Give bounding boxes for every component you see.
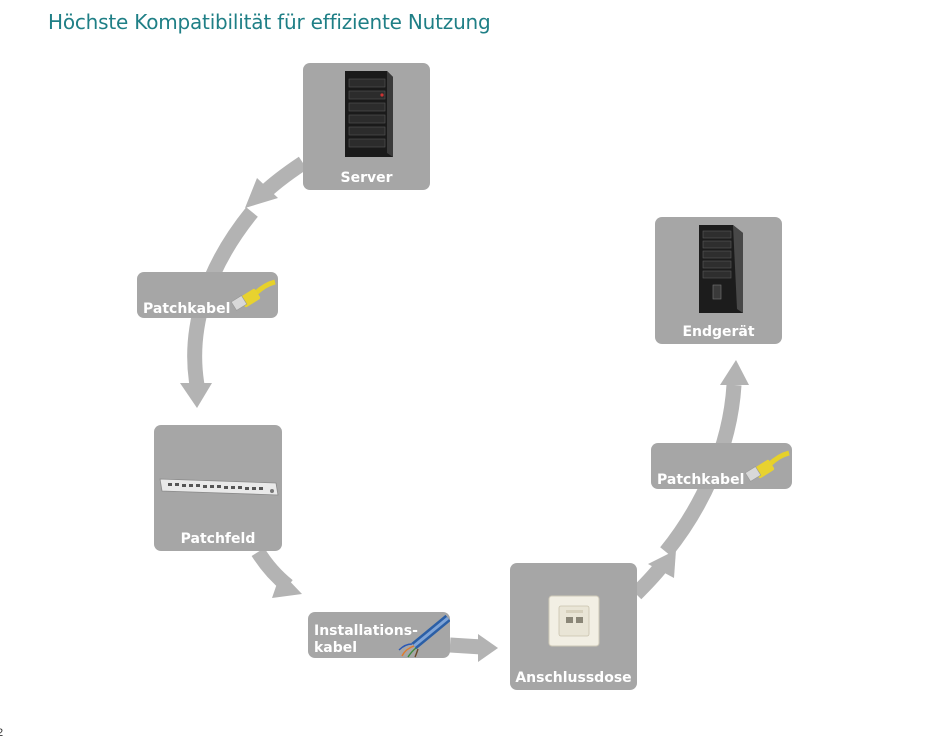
arrow-anschlussdose-to-patchkabel [630,563,666,600]
arrow-installation-to-anschlussdose [449,637,483,655]
patchfeld-label: Patchfeld [180,531,256,547]
server-label: Server [340,170,393,186]
node-anschlussdose: Anschlussdose [510,563,637,690]
node-patchkabel-2: Patchkabel [651,443,792,489]
server-rack-icon [345,71,393,157]
arrowhead-4 [478,634,498,662]
installationskabel-label: Installations- kabel [314,623,418,656]
node-endgeraet: Endgerät [655,217,782,344]
patch-cable-icon [744,450,790,482]
node-installationskabel: Installations- kabel [308,612,450,658]
arrowhead-5 [648,550,676,578]
wall-socket-icon [548,595,600,647]
patch-panel-icon [159,478,279,496]
node-server: Server [303,63,430,190]
node-patchfeld: Patchfeld [154,425,282,551]
page-title: Höchste Kompatibilität für effiziente Nu… [48,10,491,34]
patchkabel-1-label: Patchkabel [143,301,231,317]
pc-tower-icon [699,225,743,313]
arrowhead-6 [720,360,749,385]
arrowhead-2 [180,383,212,408]
node-patchkabel-1: Patchkabel [137,272,278,318]
endgeraet-label: Endgerät [682,324,755,340]
arrowhead-3 [272,572,302,598]
arrowhead-1 [245,178,278,208]
patch-cable-icon [230,279,276,311]
installation-cable-icon [398,614,450,658]
patchkabel-2-label: Patchkabel [657,472,745,488]
page-number: 2 [0,727,4,739]
anschlussdose-label: Anschlussdose [515,670,632,686]
